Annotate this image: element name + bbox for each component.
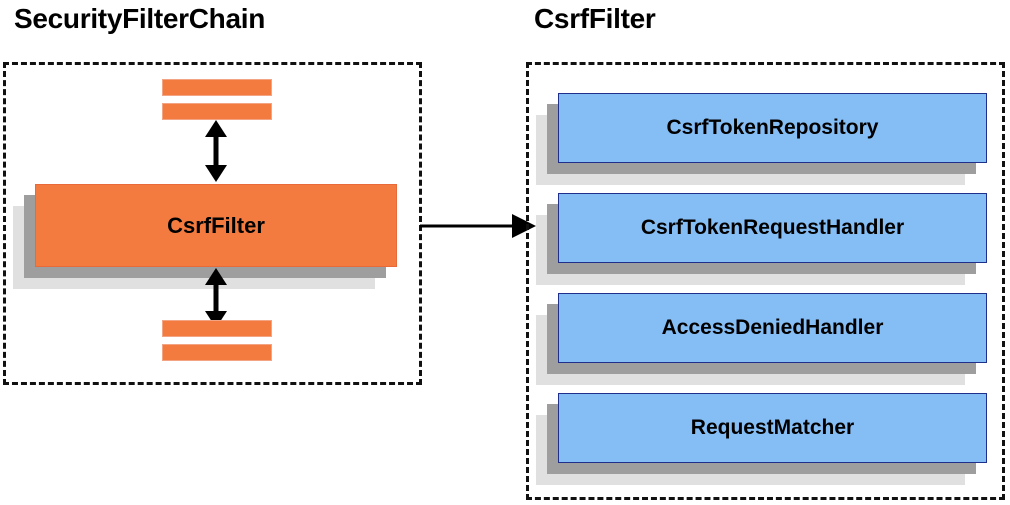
node-csrftokenrepository[interactable]: CsrfTokenRepository [536,93,987,185]
arrow-bottom [203,268,229,328]
filter-bar-bottom-1 [162,320,272,337]
node-requestmatcher-label: RequestMatcher [558,393,987,463]
right-panel-title: CsrfFilter [534,3,656,34]
node-csrffilter[interactable]: CsrfFilter [13,184,397,289]
csrffilter-detail-arrow [420,213,536,239]
node-accessdeniedhandler[interactable]: AccessDeniedHandler [536,293,987,385]
csrffilter-detail-panel [526,62,1005,500]
node-csrffilter-label: CsrfFilter [35,184,397,267]
node-requestmatcher[interactable]: RequestMatcher [536,393,987,485]
left-panel-title: SecurityFilterChain [14,3,266,34]
security-filter-chain-panel [3,62,422,385]
filter-bar-bottom-2 [162,344,272,361]
node-csrftokenrequesthandler[interactable]: CsrfTokenRequestHandler [536,193,987,285]
node-csrftokenrepository-label: CsrfTokenRepository [558,93,987,163]
filter-bar-top-1 [162,79,272,96]
arrow-top [203,120,229,182]
node-accessdeniedhandler-label: AccessDeniedHandler [558,293,987,363]
filter-bar-top-2 [162,103,272,120]
node-csrftokenrequesthandler-label: CsrfTokenRequestHandler [558,193,987,263]
